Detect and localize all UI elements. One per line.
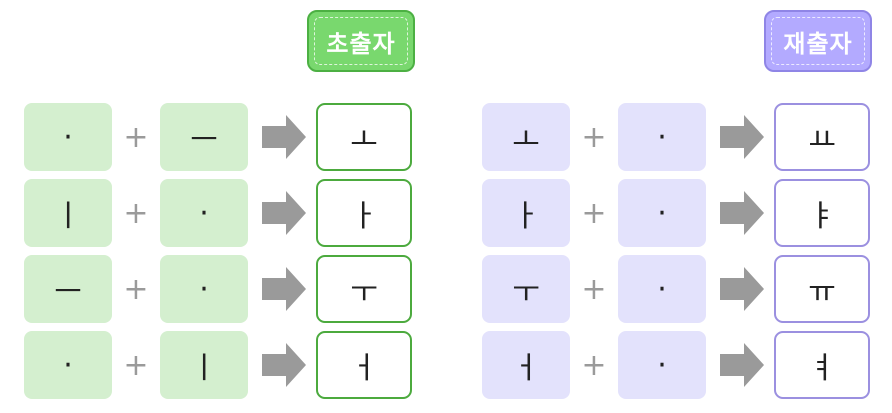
right-arrow-icon [720, 115, 764, 159]
result-vowel-cell: ㅕ [774, 331, 870, 399]
combination-row: ㅜ + · ㅠ [458, 255, 878, 323]
initial-vowels-badge: 초출자 [307, 10, 415, 72]
second-component-cell: ㅣ [160, 331, 248, 399]
result-vowel-cell: ㅠ [774, 255, 870, 323]
combination-row: ㅓ + · ㅕ [458, 331, 878, 399]
right-arrow-icon [720, 191, 764, 235]
second-component-cell: · [160, 255, 248, 323]
combination-row: ㅡ + · ㅜ [0, 255, 420, 323]
plus-sign: + [123, 271, 149, 307]
second-component-cell: · [618, 331, 706, 399]
plus-sign: + [581, 271, 607, 307]
first-component-cell: ㅡ [24, 255, 112, 323]
second-component-cell: · [618, 103, 706, 171]
result-vowel-cell: ㅗ [316, 103, 412, 171]
second-component-cell: · [618, 255, 706, 323]
plus-sign: + [581, 119, 607, 155]
result-vowel-cell: ㅏ [316, 179, 412, 247]
plus-sign: + [123, 195, 149, 231]
secondary-vowels-badge: 재출자 [764, 10, 872, 72]
right-arrow-icon [262, 191, 306, 235]
first-component-cell: · [24, 331, 112, 399]
plus-sign: + [123, 119, 149, 155]
first-component-cell: ㅣ [24, 179, 112, 247]
result-vowel-cell: ㅓ [316, 331, 412, 399]
first-component-cell: ㅏ [482, 179, 570, 247]
first-component-cell: ㅓ [482, 331, 570, 399]
second-component-cell: ㅡ [160, 103, 248, 171]
first-component-cell: · [24, 103, 112, 171]
second-component-cell: · [618, 179, 706, 247]
plus-sign: + [581, 347, 607, 383]
combination-row: ㅗ + · ㅛ [458, 103, 878, 171]
plus-sign: + [123, 347, 149, 383]
right-arrow-icon [262, 115, 306, 159]
second-component-cell: · [160, 179, 248, 247]
result-vowel-cell: ㅜ [316, 255, 412, 323]
combination-row: ㅏ + · ㅑ [458, 179, 878, 247]
right-arrow-icon [720, 267, 764, 311]
combination-row: ㅣ + · ㅏ [0, 179, 420, 247]
result-vowel-cell: ㅑ [774, 179, 870, 247]
first-component-cell: ㅜ [482, 255, 570, 323]
result-vowel-cell: ㅛ [774, 103, 870, 171]
first-component-cell: ㅗ [482, 103, 570, 171]
right-arrow-icon [262, 267, 306, 311]
plus-sign: + [581, 195, 607, 231]
right-arrow-icon [262, 343, 306, 387]
right-arrow-icon [720, 343, 764, 387]
